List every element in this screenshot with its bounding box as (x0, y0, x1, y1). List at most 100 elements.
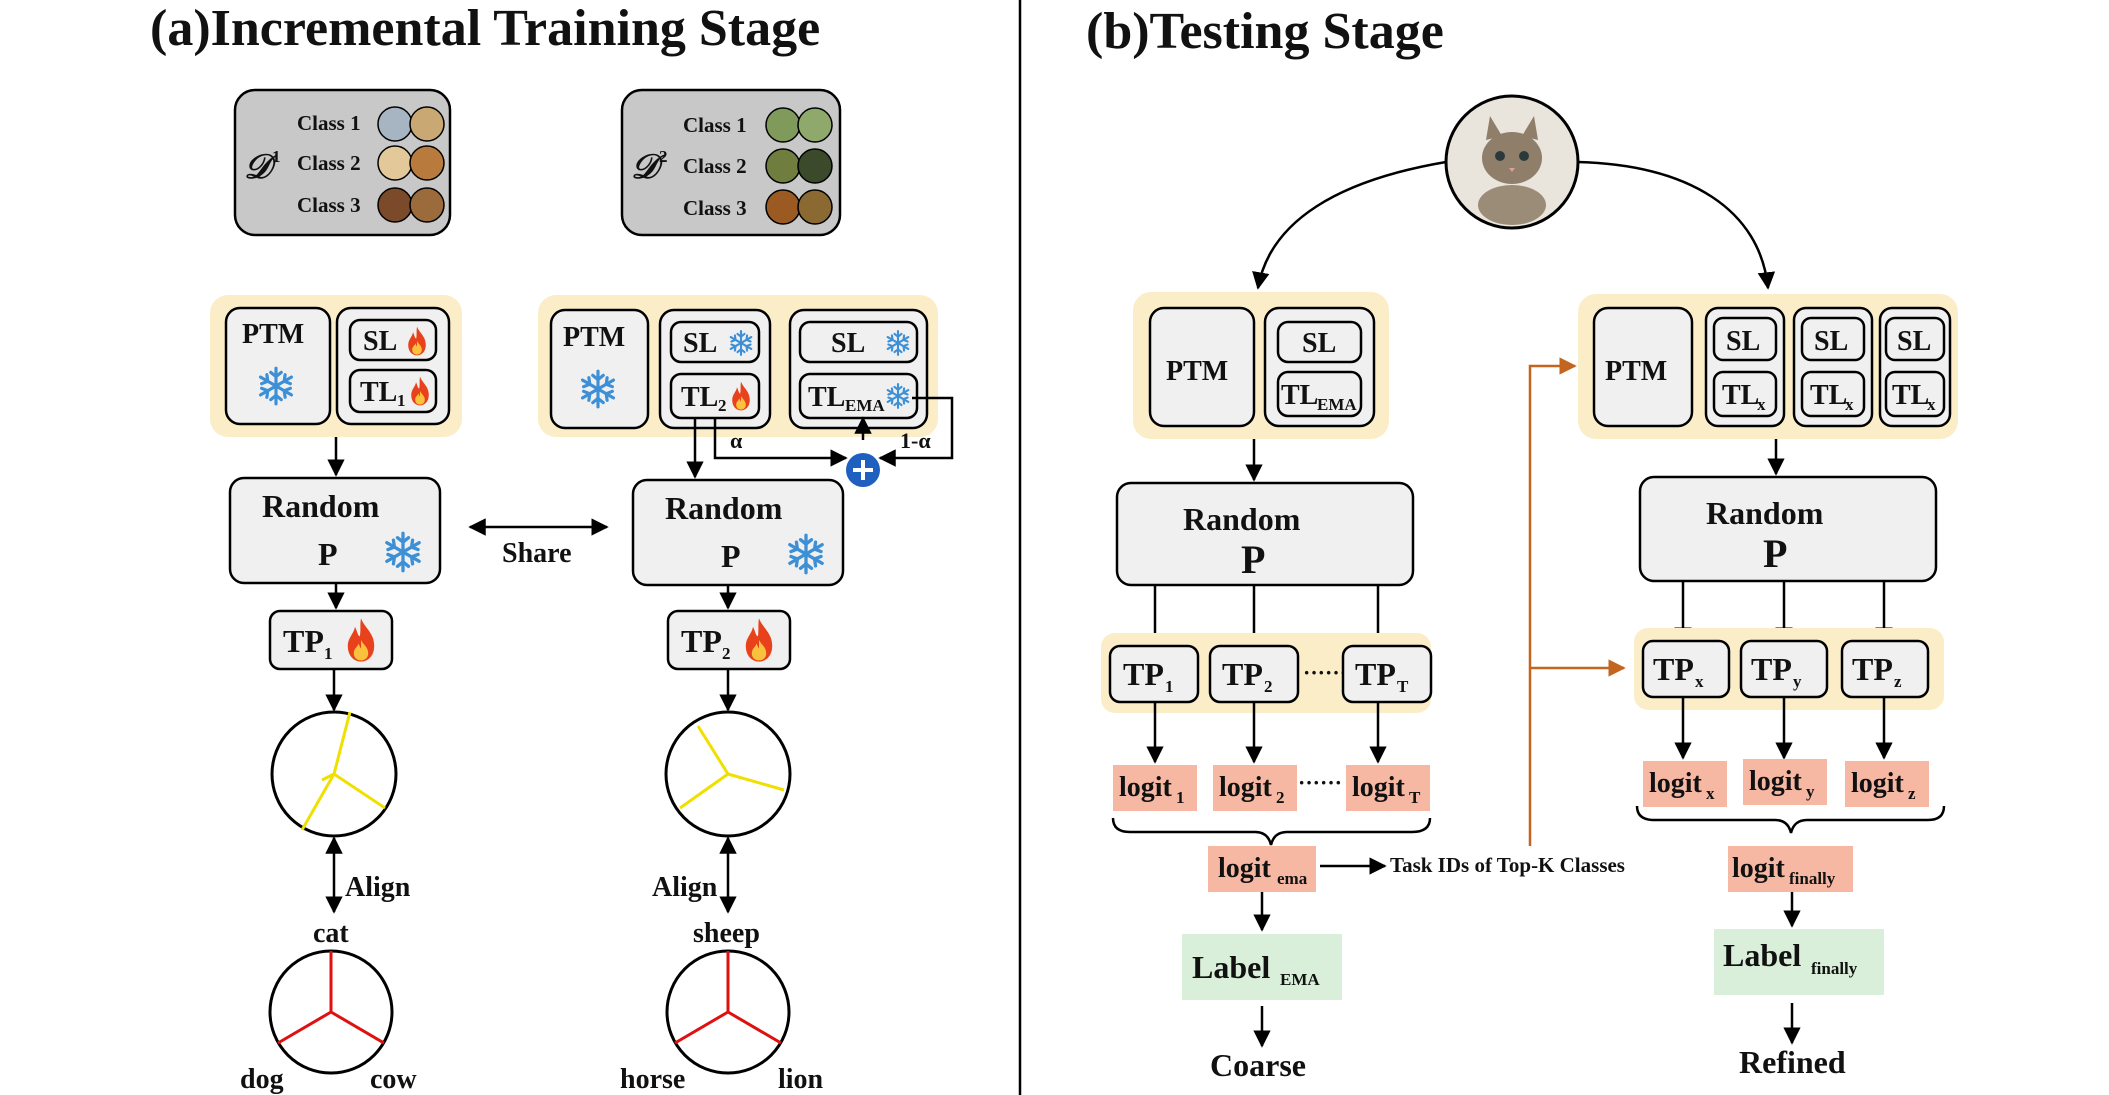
logit-y-sub: y (1806, 782, 1815, 801)
test-adapter-z-sub: x (1927, 395, 1936, 414)
logit-y-label: logit (1749, 766, 1803, 797)
test-refined-p-label: P (1763, 531, 1787, 576)
task1-feature-space (270, 710, 398, 838)
test-tp-z-sub: z (1894, 672, 1902, 691)
test-refined-random-label: Random (1706, 495, 1824, 531)
logit-2-sub: 2 (1276, 788, 1285, 807)
logit-finally-label: logit (1732, 853, 1786, 884)
task2-random-label: Random (665, 490, 783, 526)
test-adapter-z-sl: SL (1897, 326, 1931, 357)
task1-random-label: Random (262, 488, 380, 524)
task1-tl-label: TL (360, 377, 397, 408)
d2-class-1: Class 1 (683, 113, 747, 137)
logit-z-label: logit (1851, 768, 1905, 799)
logit-t-sub: T (1409, 788, 1421, 807)
d1-class-1: Class 1 (297, 111, 361, 135)
share-label: Share (502, 538, 572, 569)
test-ema-ptm-label: PTM (1166, 356, 1228, 387)
task1-prototype-space (268, 949, 394, 1075)
task1-ptm-box (224, 306, 332, 426)
logit-ema-label: logit (1218, 853, 1272, 884)
test-adapter-x-sub: x (1757, 395, 1766, 414)
task1-tp-sub: 1 (324, 644, 333, 663)
task2-model-group: PTM SL TL 2 SL TL EMA (538, 295, 938, 437)
dataset-d1-card: 𝒟 1 Class 1 Class 2 Class 3 (233, 88, 452, 237)
logit-finally-box: logit finally (1728, 846, 1853, 892)
task2-ema-sl-label: SL (831, 328, 865, 359)
task2-sl-label: SL (683, 328, 717, 359)
test-tp-t-sub: T (1397, 677, 1409, 696)
test-ema-model-group: PTM SL TL EMA (1133, 292, 1389, 439)
title-testing-stage: (b)Testing Stage (1086, 3, 1444, 60)
test-ema-random-projection: Random P (1115, 481, 1415, 587)
prototype-cat: cat (313, 918, 349, 949)
coarse-label: Coarse (1210, 1047, 1306, 1083)
task1-tp-label: TP (283, 623, 324, 659)
test-adapter-x-sl: SL (1726, 326, 1760, 357)
task2-ema-sl-box (798, 320, 919, 364)
logit-2-label: logit (1219, 772, 1273, 803)
logit-1-label: logit (1119, 772, 1173, 803)
task-ids-label: Task IDs of Top-K Classes (1390, 853, 1625, 877)
test-tp-z-label: TP (1852, 651, 1893, 687)
label-finally-text: Label (1723, 937, 1801, 973)
task2-tl-sub: 2 (718, 396, 727, 415)
task1-model-group: PTM SL TL 1 (210, 295, 462, 437)
task2-ptm-box (549, 308, 650, 430)
logit-t-label: logit (1352, 772, 1406, 803)
test-ema-p-label: P (1241, 537, 1265, 582)
logit-x-sub: x (1706, 784, 1715, 803)
test-tp-y-label: TP (1751, 651, 1792, 687)
d1-class-3: Class 3 (297, 193, 361, 217)
test-tp-x-label: TP (1653, 651, 1694, 687)
test-tp-y-sub: y (1793, 672, 1802, 691)
label-finally-sub: finally (1811, 959, 1858, 978)
d2-class-3: Class 3 (683, 196, 747, 220)
test-tp-t-box (1341, 644, 1433, 704)
logit-1-sub: 1 (1176, 788, 1185, 807)
task2-ptm-label: PTM (563, 322, 625, 353)
task2-random-projection: Random P (631, 478, 845, 587)
task2-align-label: Align (652, 872, 718, 903)
dataset-d1-index: 1 (272, 147, 281, 166)
test-adapter-z-tl: TL (1892, 380, 1929, 411)
logit-z-sub: z (1908, 784, 1916, 803)
test-refined-tp-group: TP x TP y TP z (1634, 628, 1944, 710)
test-refined-ptm-label: PTM (1605, 356, 1667, 387)
prototype-sheep: sheep (693, 918, 760, 949)
label-ema-box: Label EMA (1182, 934, 1342, 1000)
task1-sl-label: SL (363, 326, 397, 357)
prototype-cow: cow (370, 1064, 417, 1095)
task2-tp-label: TP (681, 623, 722, 659)
task1-tl-sub: 1 (397, 391, 406, 410)
task2-ema-tl-label: TL (808, 382, 845, 413)
task1-align-label: Align (345, 872, 411, 903)
test-refined-random-projection: Random P (1638, 475, 1938, 583)
prototype-dog: dog (240, 1064, 284, 1095)
dataset-d2-card: 𝒟 2 Class 1 Class 2 Class 3 (620, 88, 842, 237)
task2-tl-label: TL (681, 382, 718, 413)
test-ema-sl-label: SL (1302, 328, 1336, 359)
title-training-stage: (a)Incremental Training Stage (150, 0, 820, 57)
ema-merge: α 1-α (713, 396, 954, 487)
task1-ptm-label: PTM (242, 319, 304, 350)
test-ema-tl-box (1276, 370, 1363, 418)
task1-random-projection: Random P (228, 476, 442, 585)
one-minus-alpha-label: 1-α (900, 428, 931, 453)
logit-finally-sub: finally (1789, 869, 1836, 888)
test-ema-tl-label: TL (1281, 380, 1318, 411)
refined-label: Refined (1739, 1044, 1846, 1080)
task2-p-label: P (721, 538, 741, 574)
test-tp-x-sub: x (1695, 672, 1704, 691)
test-tp-t-label: TP (1355, 656, 1396, 692)
test-tp-dots: ······ (1303, 660, 1347, 685)
test-tp-1-label: TP (1123, 656, 1164, 692)
test-ema-tp-group: TP 1 TP 2 ······ TP T (1101, 633, 1433, 713)
logit-ema-sub: ema (1277, 869, 1308, 888)
test-ema-ptm-box (1148, 306, 1256, 428)
d2-class-2: Class 2 (683, 154, 747, 178)
task1-tp-box: TP 1 (268, 609, 394, 671)
task2-feature-space (664, 710, 792, 838)
label-ema-sub: EMA (1280, 970, 1320, 989)
label-ema-text: Label (1192, 949, 1270, 985)
